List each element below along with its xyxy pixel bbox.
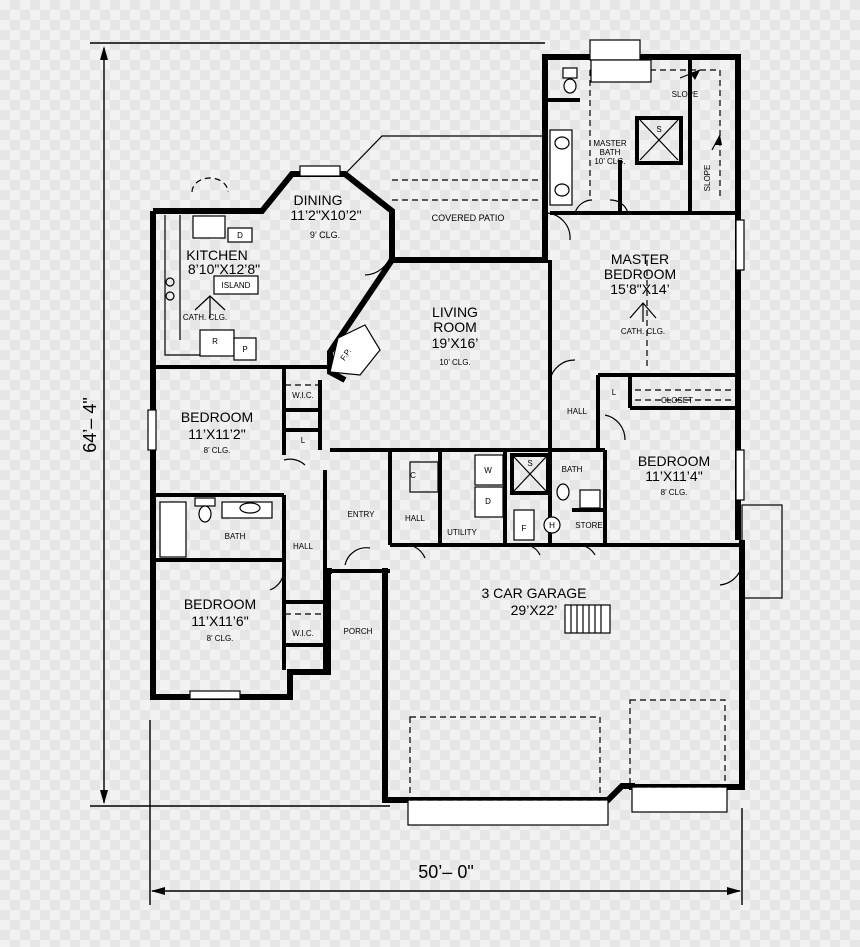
master-bath-name-line2: BATH [600, 148, 621, 157]
kitchen-size: 8’10"X12’8" [188, 261, 260, 277]
bedroom1-name: BEDROOM [181, 409, 253, 425]
master-slope-side: SLOPE [703, 165, 712, 192]
master-shower-label: S [656, 125, 661, 134]
living-size: 19’X16’ [432, 335, 479, 351]
master-slope-top: SLOPE [672, 90, 699, 99]
utility-name: UTILITY [447, 528, 477, 537]
living-ceiling: 10’ CLG. [439, 358, 470, 367]
bedroom3-closet: CLOSET [661, 396, 693, 405]
dining-name: DINING [294, 192, 343, 208]
master-bedroom-size: 15’8"X14’ [610, 281, 669, 297]
utility-washer: W [484, 466, 492, 475]
bedroom1-ceiling: 8’ CLG. [204, 446, 231, 455]
kitchen-fixtures [164, 177, 259, 361]
bedroom2-name: BEDROOM [184, 596, 256, 612]
kitchen-refrigerator: R [212, 337, 218, 346]
bedroom3-size: 11’X11’4" [645, 468, 702, 484]
patio-outline [344, 135, 545, 201]
master-cathedral-symbol [629, 302, 657, 322]
bedroom2-wic: W.I.C. [292, 629, 314, 638]
bedroom3-ceiling: 8’ CLG. [661, 488, 688, 497]
bedroom2-size: 11’X11’6" [191, 613, 248, 629]
kitchen-island: ISLAND [222, 281, 251, 290]
living-name-line2: ROOM [433, 319, 477, 335]
bedroom2-ceiling: 8’ CLG. [207, 634, 234, 643]
width-dimension [149, 720, 743, 905]
garage-attic-stair [564, 604, 611, 634]
hall-mid-name: HALL [405, 514, 426, 523]
bedroom1-linen: L [301, 436, 306, 445]
depth-dimension [90, 42, 545, 807]
master-bath-fixtures [549, 59, 722, 206]
garage-side-bump [741, 504, 783, 599]
windows [147, 39, 745, 826]
bath-fixtures [159, 497, 273, 558]
dining-ceiling: 9’ CLG. [310, 230, 340, 240]
bath2-name: BATH [562, 465, 583, 474]
kitchen-dishwasher: D [237, 231, 243, 240]
hall-left-name: HALL [293, 542, 314, 551]
entry-name: ENTRY [348, 510, 376, 519]
kitchen-name: KITCHEN [186, 247, 247, 263]
bedroom1-wic: W.I.C. [292, 391, 314, 400]
furnace-label: F [522, 524, 527, 533]
ceiling-break-lines [285, 69, 735, 615]
master-bedroom-ceiling: CATH. CLG. [621, 327, 665, 336]
door-swings [269, 199, 743, 591]
bedroom1-size: 11’X11’2" [188, 426, 245, 442]
master-bath-name-line1: MASTER [593, 139, 627, 148]
living-name-line1: LIVING [432, 304, 478, 320]
garage-doors [409, 699, 726, 801]
interior-walls [153, 60, 742, 672]
utility-dryer: D [485, 497, 491, 506]
kitchen-ceiling: CATH. CLG. [183, 313, 227, 322]
master-bedroom-name-line1: MASTER [611, 251, 669, 267]
hall-right-name: HALL [567, 407, 588, 416]
utility-fixtures [409, 453, 601, 541]
garage-name: 3 CAR GARAGE [481, 585, 586, 601]
dining-size: 11’2"X10’2" [290, 207, 361, 223]
bedroom3-name: BEDROOM [638, 453, 710, 469]
master-bath-ceiling: 10’ CLG. [594, 157, 625, 166]
store-name: STORE [575, 521, 602, 530]
heater-label: H [549, 521, 555, 530]
hall-mid-closet: C [410, 471, 416, 480]
fireplace [329, 324, 381, 376]
kitchen-pantry: P [242, 345, 247, 354]
width-dimension-label: 50’– 0" [418, 862, 473, 882]
master-bedroom-name-line2: BEDROOM [604, 266, 676, 282]
bath2-shower: S [527, 459, 532, 468]
hall-right-linen: L [612, 388, 617, 397]
depth-dimension-label: 64’– 4" [80, 397, 100, 452]
garage-size: 29’X22’ [511, 602, 558, 618]
porch-name: PORCH [344, 627, 373, 636]
covered-patio-name: COVERED PATIO [432, 213, 505, 223]
bath-name: BATH [225, 532, 246, 541]
